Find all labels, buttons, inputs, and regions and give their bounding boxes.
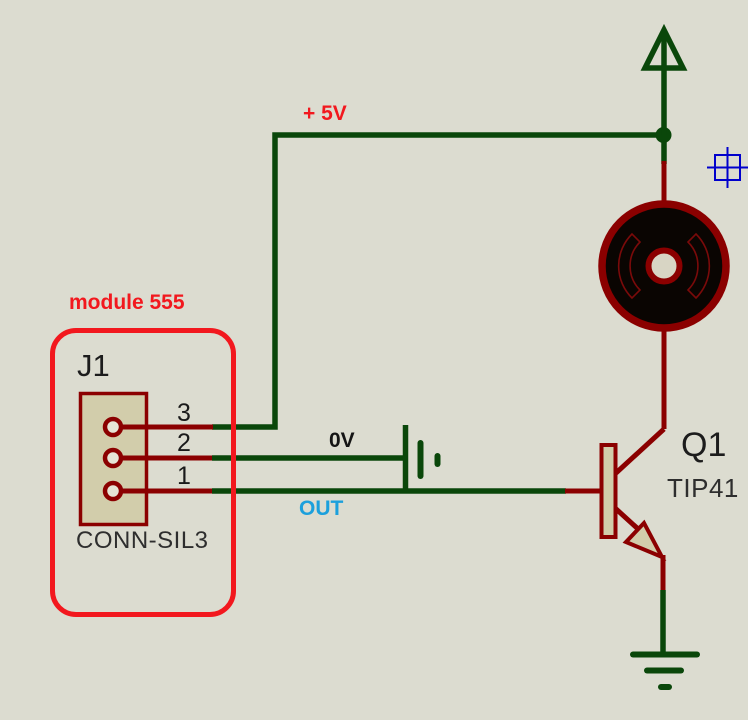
ground-symbol[interactable] (630, 590, 700, 690)
transistor-symbol[interactable] (565, 427, 667, 592)
connector-symbol[interactable] (78, 391, 214, 527)
base-bar (599, 443, 618, 539)
wire-segment (212, 132, 664, 430)
battery-symbol[interactable] (402, 425, 441, 492)
connector-value[interactable]: CONN-SIL3 (76, 527, 209, 554)
motor-brush-left (617, 232, 642, 300)
module-annotation-label[interactable]: module 555 (69, 291, 185, 314)
motor-brush-right (686, 232, 711, 300)
pin3-hole (102, 416, 124, 438)
emitter-arrow-icon (622, 519, 667, 561)
module-boundary-box[interactable] (50, 328, 236, 617)
motor-hub (645, 247, 683, 285)
collector-lead (614, 427, 666, 475)
origin-marker-icon[interactable] (707, 147, 748, 188)
power-net-label[interactable]: + 5V (303, 102, 347, 125)
pin-number-2: 2 (177, 429, 191, 457)
transistor-value[interactable]: TIP41 (667, 473, 739, 503)
pin-number-3: 3 (177, 399, 191, 427)
connector-ref[interactable]: J1 (77, 348, 110, 383)
pin-number-1: 1 (177, 462, 191, 490)
pin2-hole (102, 447, 124, 469)
power-arrow-icon (640, 23, 688, 71)
power-terminal-symbol[interactable] (640, 23, 688, 135)
transistor-ref[interactable]: Q1 (681, 426, 727, 464)
motor-symbol[interactable] (598, 161, 730, 429)
net-label-out[interactable]: OUT (299, 497, 344, 520)
pin1-hole (102, 480, 124, 502)
net-label-0v[interactable]: 0V (329, 429, 355, 452)
